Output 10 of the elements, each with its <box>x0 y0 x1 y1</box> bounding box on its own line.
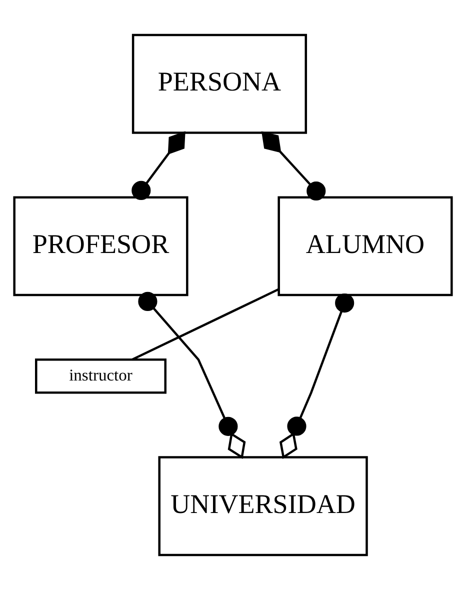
connector <box>132 131 186 200</box>
node-box: ALUMNO <box>278 196 453 296</box>
node-box: UNIVERSIDAD <box>158 456 368 556</box>
node-box: instructor <box>35 358 166 394</box>
node-box: PERSONA <box>132 34 308 134</box>
connector <box>261 131 326 201</box>
connector <box>132 288 280 361</box>
connector <box>279 293 354 460</box>
node-box: PROFESOR <box>13 196 188 296</box>
connector <box>138 292 246 460</box>
